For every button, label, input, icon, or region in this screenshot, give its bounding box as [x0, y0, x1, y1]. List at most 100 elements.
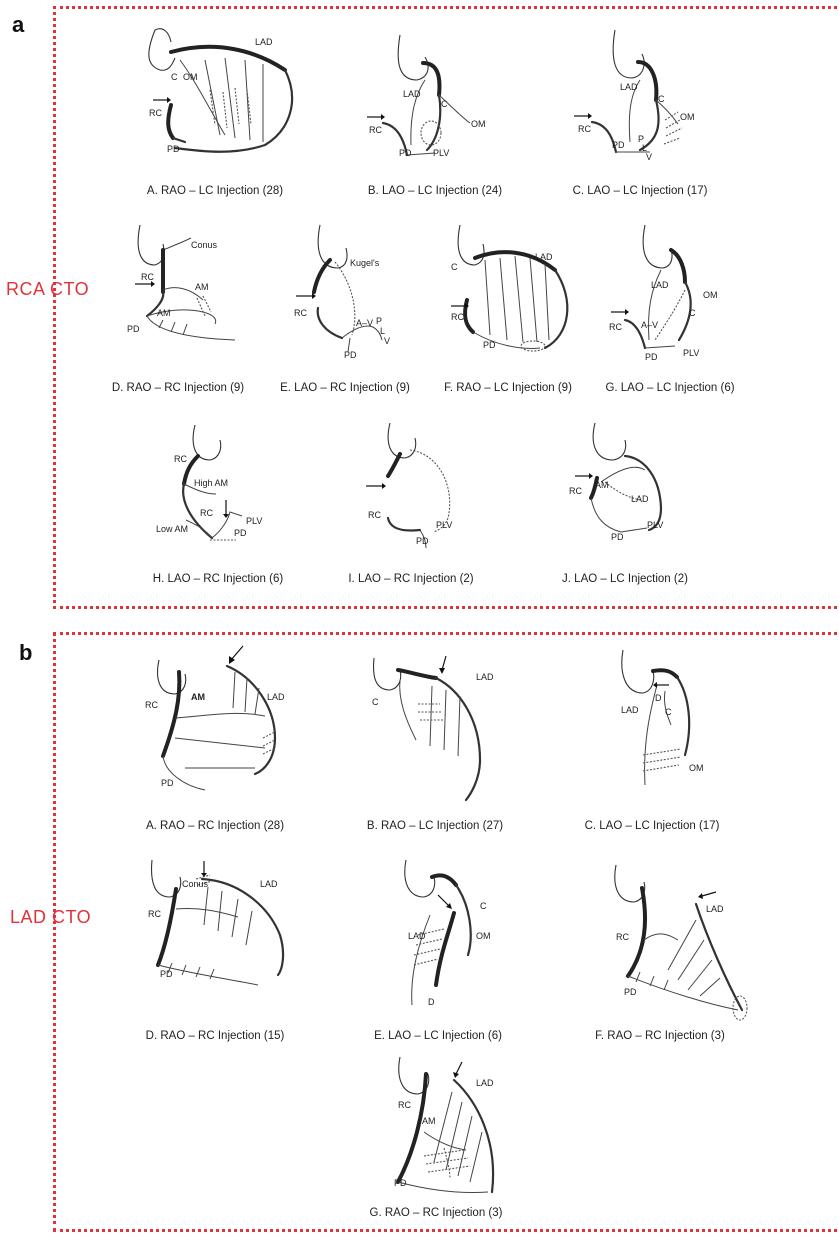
figure-a-D: Conus RC AM AM PD — [125, 220, 265, 360]
figure-a-G: LAD OM C A–V RC PD PLV — [605, 220, 735, 365]
label-C: C — [689, 308, 696, 318]
label-PD: PD — [611, 532, 624, 542]
label-PLV: PLV — [436, 520, 452, 530]
label-RC: RC — [616, 932, 629, 942]
label-V: V — [646, 152, 652, 162]
label-PLV: PLV — [683, 348, 699, 358]
label-LAD: LAD — [476, 1078, 494, 1088]
label-RC: RC — [578, 124, 591, 134]
label-Low-AM: Low AM — [156, 524, 188, 534]
caption-a-I: I. LAO – RC Injection (2) — [348, 573, 473, 585]
label-D: D — [428, 997, 435, 1007]
label-PD: PD — [160, 969, 173, 979]
figure-a-E: Kugel's RC A–V P L V PD — [290, 220, 420, 365]
label-LAD: LAD — [631, 494, 649, 504]
label-RC-2: RC — [200, 508, 213, 518]
caption-a-E: E. LAO – RC Injection (9) — [280, 382, 410, 394]
caption-b-A: A. RAO – RC Injection (28) — [146, 820, 284, 832]
figure-a-B: LAD C OM RC PD PLV — [365, 25, 505, 170]
label-AM-2: AM — [157, 308, 171, 318]
label-PD: PD — [161, 778, 174, 788]
figure-a-A: LAD C OM RC PD — [135, 20, 305, 165]
label-C: C — [441, 99, 448, 109]
figure-b-D: Conus LAD RC PD — [148, 855, 298, 1010]
label-RC: RC — [149, 108, 162, 118]
label-RC: RC — [145, 700, 158, 710]
label-LAD: LAD — [403, 89, 421, 99]
label-Conus: Conus — [191, 240, 218, 250]
label-PLV: PLV — [647, 520, 663, 530]
label-PD: PD — [234, 528, 247, 538]
figure-a-F: LAD C RC PD — [445, 220, 575, 365]
label-PLV: PLV — [246, 516, 262, 526]
caption-b-E: E. LAO – LC Injection (6) — [374, 1030, 502, 1042]
label-AM: AM — [422, 1116, 436, 1126]
label-LAD: LAD — [651, 280, 669, 290]
label-LAD: LAD — [621, 705, 639, 715]
figure-b-A: RC AM LAD PD — [145, 638, 295, 803]
label-RC: RC — [141, 272, 154, 282]
caption-a-G: G. LAO – LC Injection (6) — [605, 382, 734, 394]
label-LAD: LAD — [260, 879, 278, 889]
figure-a-H: RC High AM RC Low AM PLV PD — [150, 420, 280, 565]
label-LAD: LAD — [267, 692, 285, 702]
caption-a-H: H. LAO – RC Injection (6) — [153, 573, 283, 585]
figure-b-C: LAD D C OM — [615, 645, 725, 810]
caption-b-C: C. LAO – LC Injection (17) — [585, 820, 720, 832]
label-RC: RC — [609, 322, 622, 332]
figure-a-C: LAD C OM RC PD P L V — [570, 20, 710, 165]
caption-b-F: F. RAO – RC Injection (3) — [595, 1030, 725, 1042]
label-RC: RC — [368, 510, 381, 520]
label-LAD: LAD — [476, 672, 494, 682]
label-PD: PD — [612, 140, 625, 150]
label-RC: RC — [148, 909, 161, 919]
label-OM: OM — [471, 119, 486, 129]
figure-b-B: C LAD — [370, 650, 510, 805]
label-PD: PD — [483, 340, 496, 350]
label-RC: RC — [451, 312, 464, 322]
label-LAD: LAD — [408, 931, 426, 941]
caption-a-D: D. RAO – RC Injection (9) — [112, 382, 244, 394]
label-P: P — [376, 316, 382, 326]
label-PD: PD — [167, 144, 180, 154]
label-OM: OM — [680, 112, 695, 122]
caption-a-A: A. RAO – LC Injection (28) — [147, 185, 283, 197]
label-AM: AM — [191, 692, 205, 702]
label-RC: RC — [369, 125, 382, 135]
caption-a-J: J. LAO – LC Injection (2) — [562, 573, 688, 585]
label-C: C — [658, 94, 665, 104]
label-LAD: LAD — [255, 37, 273, 47]
caption-b-B: B. RAO – LC Injection (27) — [367, 820, 503, 832]
label-LAD: LAD — [535, 252, 553, 262]
label-A-V: A–V — [356, 318, 373, 328]
label-RC: RC — [569, 486, 582, 496]
label-High-AM: High AM — [194, 478, 228, 488]
label-AM: AM — [595, 480, 609, 490]
panel-a-letter: a — [12, 12, 24, 38]
label-RC-1: RC — [174, 454, 187, 464]
label-PD: PD — [645, 352, 658, 362]
caption-b-D: D. RAO – RC Injection (15) — [146, 1030, 285, 1042]
panel-b-letter: b — [19, 640, 32, 666]
label-RC: RC — [398, 1100, 411, 1110]
caption-a-C: C. LAO – LC Injection (17) — [573, 185, 708, 197]
label-PD: PD — [127, 324, 140, 334]
label-PD: PD — [416, 536, 429, 546]
figure-a-I: RC PLV PD — [360, 418, 470, 563]
caption-a-F: F. RAO – LC Injection (9) — [444, 382, 572, 394]
caption-b-G: G. RAO – RC Injection (3) — [370, 1207, 503, 1219]
caption-a-B: B. LAO – LC Injection (24) — [368, 185, 502, 197]
figure-a-J: AM RC LAD PLV PD — [565, 418, 685, 563]
label-L: L — [380, 326, 385, 336]
label-OM: OM — [689, 763, 704, 773]
label-PD: PD — [344, 350, 357, 360]
label-Kugels: Kugel's — [350, 258, 380, 268]
figure-b-F: LAD RC PD — [608, 860, 758, 1025]
label-V: V — [384, 336, 390, 346]
label-OM: OM — [476, 931, 491, 941]
label-C: C — [171, 72, 178, 82]
label-D: D — [655, 693, 662, 703]
label-RC: RC — [294, 308, 307, 318]
label-PD: PD — [624, 987, 637, 997]
label-LAD: LAD — [706, 904, 724, 914]
